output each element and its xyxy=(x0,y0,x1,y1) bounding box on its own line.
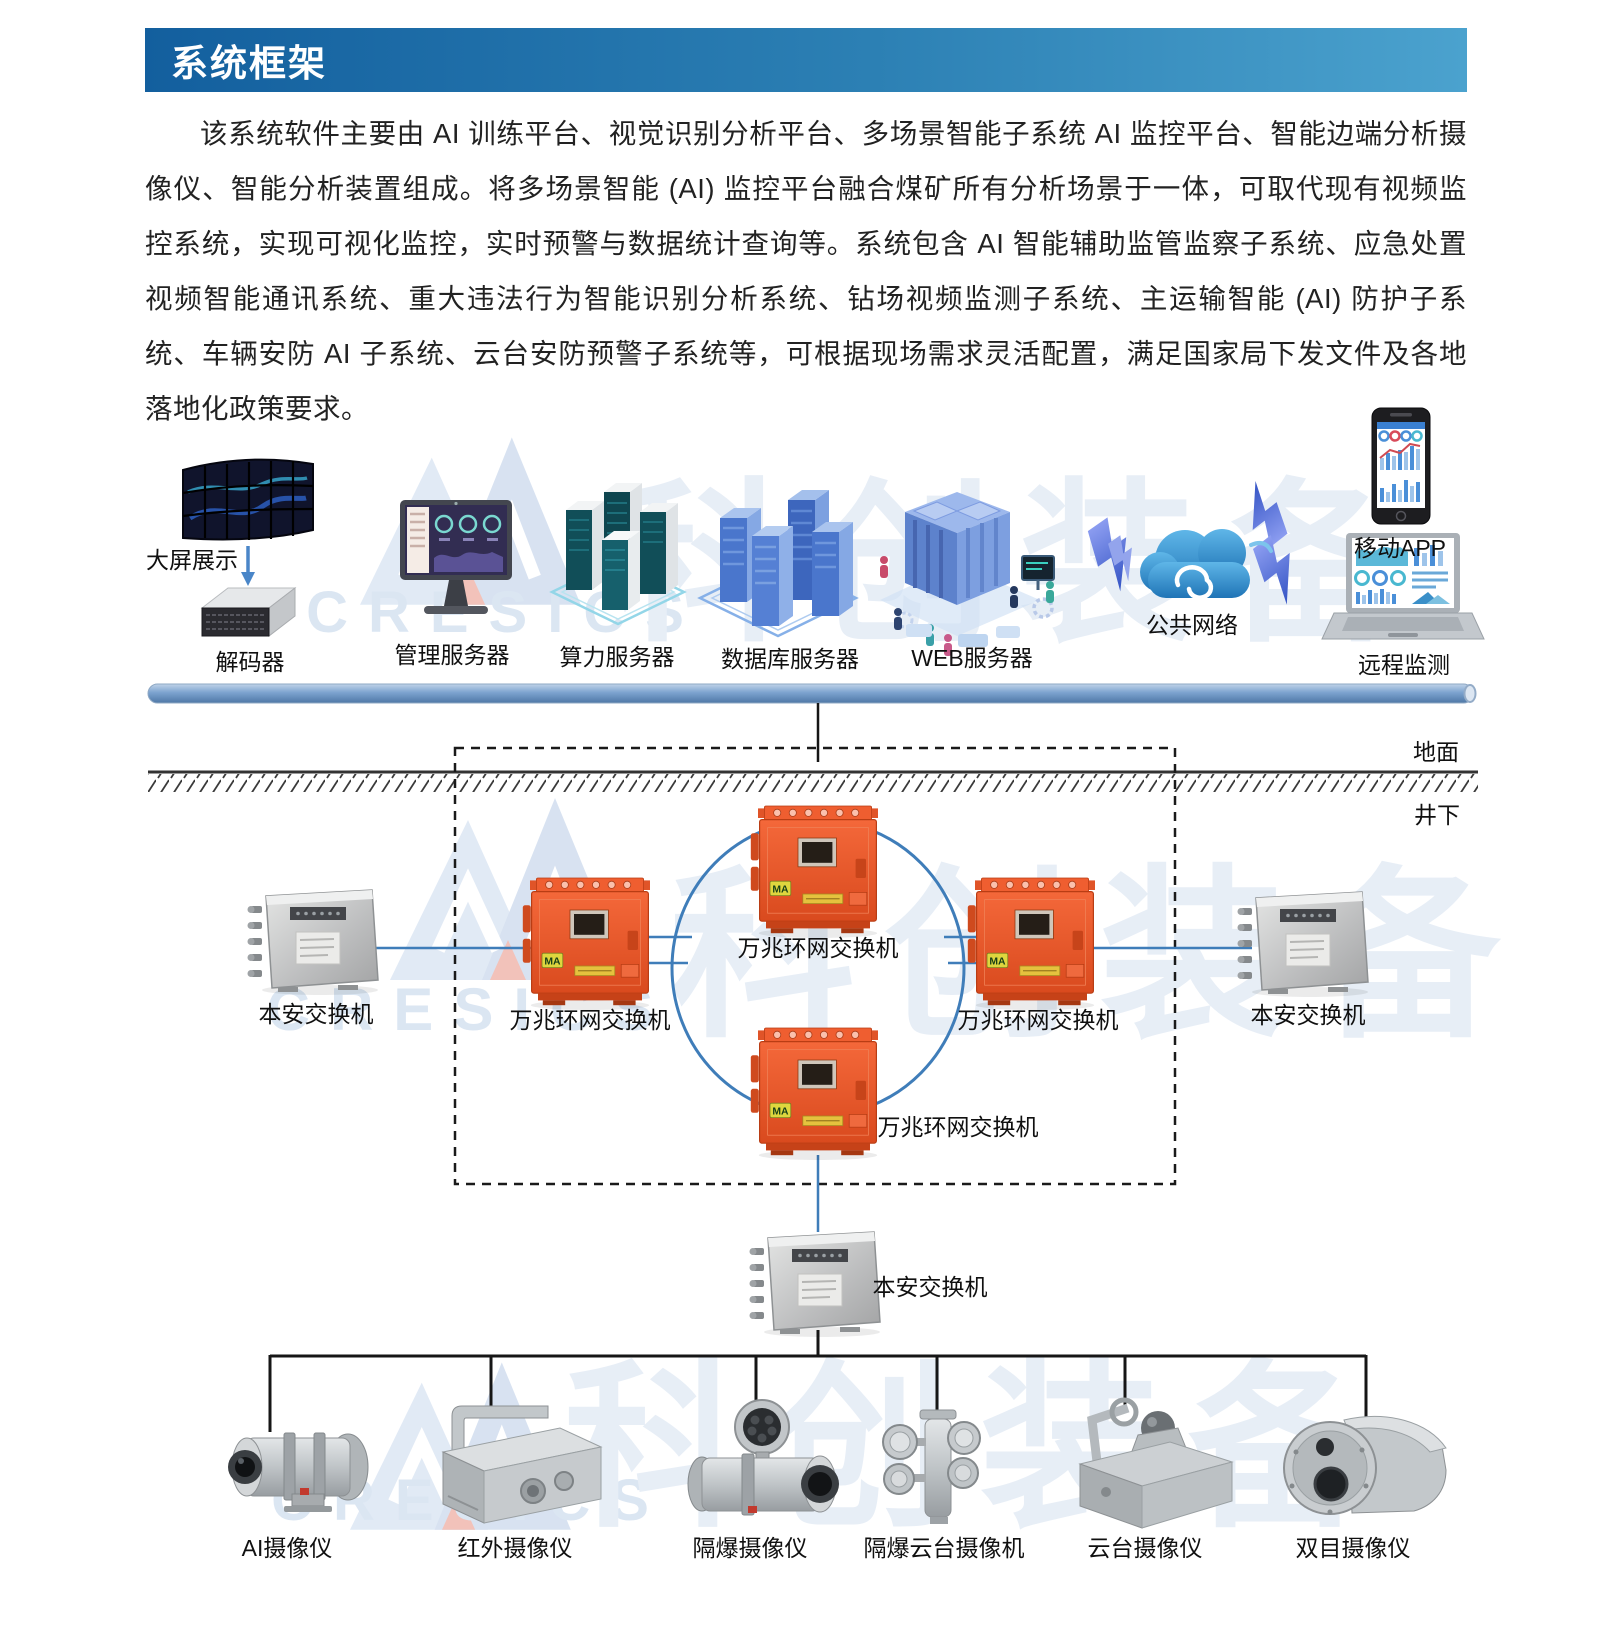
ring-switch-bottom xyxy=(750,1027,879,1161)
label-safe-switch-left: 本安交换机 xyxy=(258,1001,374,1027)
label-surface-zone: 地面 xyxy=(1413,739,1459,765)
label-safe-switch-bottom: 本安交换机 xyxy=(872,1274,988,1300)
video-wall-icon xyxy=(182,458,314,541)
backbone-pipe xyxy=(147,683,1477,704)
label-public-network: 公共网络 xyxy=(1146,612,1238,638)
watermark-bottom: CRESICS 科创装备 xyxy=(271,1348,1396,1549)
label-db-server: 数据库服务器 xyxy=(721,646,859,672)
watermark-top: CRESICS 科创装备 xyxy=(306,437,1426,663)
camera-tree-lines xyxy=(268,1330,1368,1432)
decoder-icon xyxy=(200,586,297,638)
web-server-icon xyxy=(880,492,1055,656)
label-mgmt-server: 管理服务器 xyxy=(394,642,510,668)
label-camera-binocular: 双目摄像仪 xyxy=(1295,1535,1411,1561)
label-camera-flameproof: 隔爆摄像仪 xyxy=(692,1535,808,1561)
label-safe-switch-right: 本安交换机 xyxy=(1250,1002,1366,1028)
page-title: 系统框架 xyxy=(171,43,327,84)
label-mobile-app: 移动APP xyxy=(1353,535,1447,561)
compute-server-icon xyxy=(549,483,687,626)
label-remote-monitor: 远程监测 xyxy=(1358,652,1450,678)
label-underground-zone: 井下 xyxy=(1414,802,1460,828)
arrow-down-icon xyxy=(241,546,255,586)
intro-paragraph: 该系统软件主要由 AI 训练平台、视觉识别分析平台、多场景智能子系统 AI 监控… xyxy=(145,118,1467,424)
label-display-wall: 大屏展示 xyxy=(146,547,238,573)
label-decoder: 解码器 xyxy=(215,649,285,675)
safe-switch-left xyxy=(246,889,379,996)
label-ring-switch-top: 万兆环网交换机 xyxy=(737,935,899,961)
ring-switch-right xyxy=(967,877,1096,1011)
label-ring-switch-left: 万兆环网交换机 xyxy=(509,1007,671,1033)
safe-switch-bottom xyxy=(748,1231,881,1338)
label-camera-infrared: 红外摄像仪 xyxy=(457,1535,573,1561)
dashed-boundary-box xyxy=(453,746,1177,1186)
ring-switch-left xyxy=(522,877,651,1011)
label-ring-switch-bottom: 万兆环网交换机 xyxy=(877,1114,1039,1140)
watermark-brand-text: 科创装备 xyxy=(564,1348,1396,1549)
ring-connector-lines xyxy=(370,935,1252,1232)
label-compute-server: 算力服务器 xyxy=(559,644,675,670)
ptz-camera-icon xyxy=(1078,1397,1234,1529)
label-camera-ptz: 云台摄像仪 xyxy=(1087,1535,1203,1561)
label-camera-flameproof-ptz: 隔爆云台摄像机 xyxy=(863,1535,1025,1561)
label-ring-switch-right: 万兆环网交换机 xyxy=(957,1007,1119,1033)
label-web-server: WEB服务器 xyxy=(911,645,1033,671)
flameproof-ptz-camera-icon xyxy=(882,1409,981,1524)
infrared-camera-icon xyxy=(441,1405,603,1524)
label-camera-ai: AI摄像仪 xyxy=(241,1535,333,1561)
watermark-logo-text: CRESICS xyxy=(271,1468,669,1533)
ring-switch-top xyxy=(750,805,879,939)
flameproof-camera-icon xyxy=(687,1399,839,1516)
lightning-bolt-icon xyxy=(1078,478,1314,607)
safe-switch-right xyxy=(1236,891,1369,998)
cloud-icon xyxy=(1140,529,1273,600)
ground-hatch xyxy=(148,770,1478,792)
ai-camera-icon xyxy=(228,1432,369,1512)
ring-network-ellipse xyxy=(670,818,966,1118)
section-header: 系统框架 xyxy=(145,28,1467,92)
binocular-camera-icon xyxy=(1283,1416,1447,1515)
watermark-brand-text: 科创装备 xyxy=(614,468,1426,663)
database-server-icon xyxy=(697,490,859,638)
management-server-icon xyxy=(400,500,512,614)
